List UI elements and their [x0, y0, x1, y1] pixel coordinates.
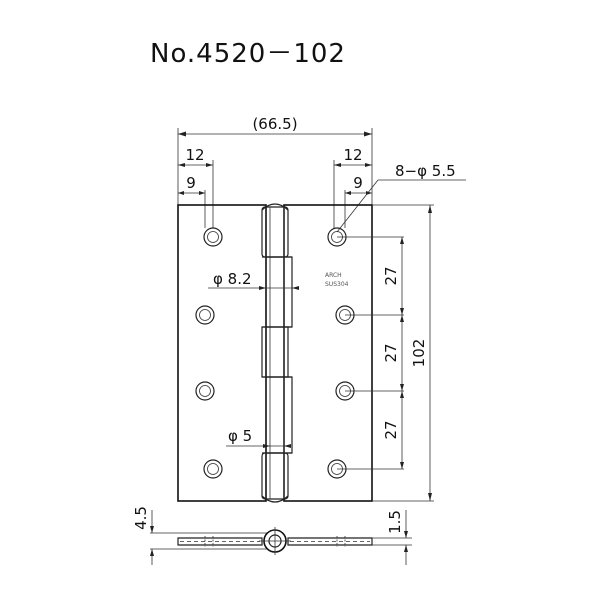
stamp-line-2: SUS304 [325, 281, 349, 288]
height-label: 102 [410, 339, 428, 368]
hole-centerlines [337, 204, 434, 502]
right-dimensions: 27 27 27 102 [382, 205, 432, 501]
overall-width-label: (66.5) [252, 115, 297, 133]
drawing-title: No.4520－102 [150, 39, 346, 69]
top-dimensions: (66.5) 12 9 12 9 8−φ 5.5 [177, 115, 466, 233]
thickness-total-label: 4.5 [132, 506, 150, 530]
pitch-2-label: 27 [382, 343, 400, 362]
pin-diameter-label: φ 5 [228, 427, 252, 445]
stamp-line-1: ARCH [325, 272, 342, 279]
knuckle [261, 203, 293, 503]
right-leaf [283, 204, 373, 502]
left-screw-holes [195, 227, 223, 479]
right-edge-9-label: 9 [353, 174, 363, 192]
plate-thickness-label: 1.5 [386, 510, 404, 534]
knuckle-diameter-label: φ 8.2 [213, 270, 252, 288]
right-screw-holes [327, 227, 355, 479]
hinge-side-view: 4.5 1.5 [132, 506, 412, 565]
hole-callout-label: 8−φ 5.5 [395, 162, 456, 180]
left-edge-9-label: 9 [186, 174, 196, 192]
pitch-1-label: 27 [382, 266, 400, 285]
right-edge-12-label: 12 [343, 146, 362, 164]
pitch-3-label: 27 [382, 420, 400, 439]
hinge-front-view: ARCH SUS304 φ 8.2 φ 5 [177, 203, 434, 503]
left-edge-12-label: 12 [185, 146, 204, 164]
left-leaf [177, 204, 267, 502]
